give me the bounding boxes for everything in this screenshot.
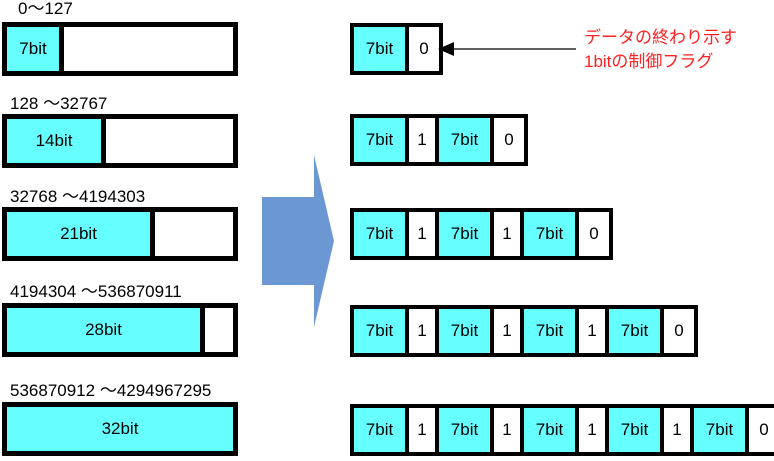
flag-bit-cell: 1 <box>409 408 439 452</box>
flag-bit-cell: 1 <box>494 212 524 256</box>
flag-bit-cell: 1 <box>409 212 439 256</box>
data-bits-cell: 7bit <box>524 212 579 256</box>
data-bits-cell: 7bit <box>439 408 494 452</box>
annotation-arrowhead <box>438 42 454 56</box>
data-bits-cell: 7bit <box>694 408 749 452</box>
data-bits-cell: 7bit <box>439 212 494 256</box>
range-label-5: 536870912 ～4294967295 <box>10 381 212 400</box>
transform-arrow <box>262 155 334 327</box>
flag-bit-cell: 1 <box>664 408 694 452</box>
flag-bit-cell: 1 <box>494 309 524 353</box>
data-bits-cell: 7bit <box>354 408 409 452</box>
data-bits-cell: 7bit <box>609 309 664 353</box>
flag-bit-cell: 0 <box>494 118 524 162</box>
flag-bit-cell: 1 <box>494 408 524 452</box>
bit-label-5: 32bit <box>101 419 139 438</box>
range-label-4: 4194304 ～536870911 <box>10 282 182 301</box>
flag-bit-cell: 1 <box>579 309 609 353</box>
data-bits-cell: 7bit <box>354 118 409 162</box>
bit-fill-2: 14bit <box>7 119 106 163</box>
data-bits-cell: 7bit <box>439 309 494 353</box>
value-bar-5: 32bit <box>2 402 238 456</box>
data-bits-cell: 7bit <box>524 408 579 452</box>
flag-bit-cell: 1 <box>409 118 439 162</box>
flag-bit-cell: 0 <box>749 408 774 452</box>
bit-label-1: 7bit <box>19 39 47 58</box>
range-label-1: 0～127 <box>18 0 73 18</box>
bit-fill-5: 32bit <box>7 407 233 451</box>
bit-fill-4: 28bit <box>7 308 205 352</box>
range-label-3: 32768 ～4194303 <box>10 187 146 206</box>
flag-bit-cell: 0 <box>579 212 609 256</box>
annotation-line-2: 1bitの制御フラグ <box>584 52 714 71</box>
range-label-2: 128 ～32767 <box>10 94 108 113</box>
data-bits-cell: 7bit <box>609 408 664 452</box>
data-bits-cell: 7bit <box>439 118 494 162</box>
bit-label-4: 28bit <box>85 320 122 339</box>
value-bar-3: 21bit <box>2 207 238 261</box>
bit-label-3: 21bit <box>60 224 97 243</box>
flag-bit-cell: 0 <box>409 27 439 71</box>
data-bits-cell: 7bit <box>354 212 409 256</box>
data-bits-cell: 7bit <box>354 27 409 71</box>
annotation-arrow <box>438 42 576 56</box>
flag-bit-cell: 0 <box>664 309 694 353</box>
annotation-line-1: データの終わり示す <box>584 28 737 47</box>
bit-label-2: 14bit <box>35 131 73 150</box>
data-bits-cell: 7bit <box>354 309 409 353</box>
transform-arrow-shape <box>262 155 334 327</box>
value-bar-4: 28bit <box>2 303 238 357</box>
value-bar-1: 7bit <box>2 22 238 76</box>
bit-fill-1: 7bit <box>7 27 64 71</box>
flag-bit-cell: 1 <box>409 309 439 353</box>
data-bits-cell: 7bit <box>524 309 579 353</box>
flag-bit-cell: 1 <box>579 408 609 452</box>
value-bar-2: 14bit <box>2 114 238 168</box>
bit-fill-3: 21bit <box>7 212 155 256</box>
